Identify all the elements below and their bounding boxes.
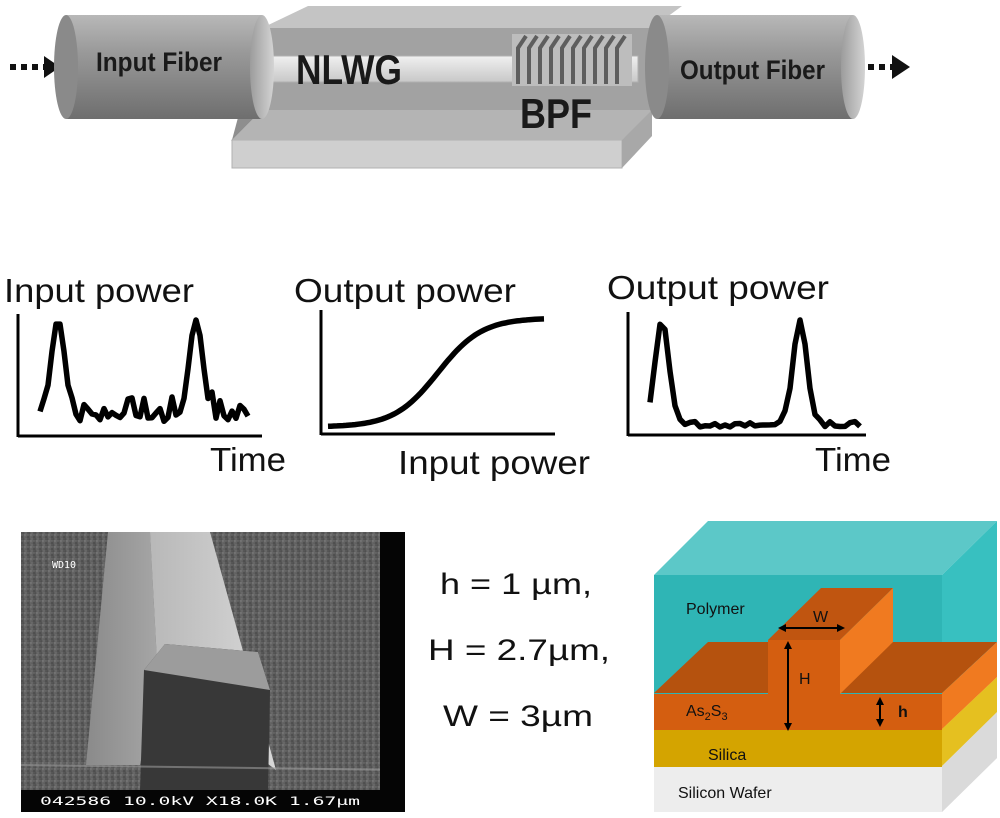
as2s3-slab — [654, 693, 942, 730]
sem-bottom-label: 042586 10.0kV X18.0K 1.67µm — [40, 794, 360, 808]
silicon-wafer-layer — [654, 712, 997, 812]
transfer-curve — [327, 316, 545, 430]
grating-line — [593, 34, 605, 84]
silica-layer — [654, 729, 942, 767]
nlwg-label: NLWG — [296, 46, 402, 93]
output-power-plot: Output power Time — [607, 269, 891, 478]
grating-line — [516, 34, 528, 84]
device-setup: Input Fiber NLWG BPF Output Fiber — [10, 6, 910, 169]
input-time-label: Time — [210, 441, 286, 478]
input-fiber — [54, 15, 274, 119]
bpf-label: BPF — [520, 90, 592, 137]
dimension-w: W — [778, 609, 845, 632]
cs-silica-label: Silica — [708, 747, 746, 764]
output-arrow — [868, 55, 910, 79]
cs-w-label: W — [813, 609, 829, 626]
sem-image: WD10 042586 10.0kV X18.0K 1.67µm — [20, 532, 406, 812]
param-W: W = 3µm — [443, 700, 593, 733]
dimension-h: h — [876, 697, 908, 727]
grating-line — [615, 34, 627, 84]
dimension-H: H — [784, 641, 811, 731]
output-fiber — [645, 15, 865, 119]
cs-polymer-label: Polymer — [686, 601, 745, 618]
input-power-trace — [37, 317, 251, 425]
cs-h-label: h — [898, 704, 908, 721]
output-power-title: Output power — [607, 269, 829, 306]
cs-wafer-label: Silicon Wafer — [678, 785, 772, 802]
transfer-title: Output power — [294, 272, 516, 309]
input-arrow — [10, 56, 60, 78]
grating-line — [560, 34, 572, 84]
grating-line — [571, 34, 583, 84]
ridge-front — [768, 640, 840, 694]
grating-line — [582, 34, 594, 84]
param-H: H = 2.7µm, — [428, 634, 610, 667]
input-fiber-label: Input Fiber — [96, 47, 222, 77]
grating-line — [538, 34, 550, 84]
bragg-grating — [512, 34, 632, 86]
sem-top-label: WD10 — [52, 560, 76, 571]
grating-line — [527, 34, 539, 84]
grating-line — [549, 34, 561, 84]
cs-H-label: H — [799, 671, 811, 688]
waveguide-parameters: h = 1 µm, H = 2.7µm, W = 3µm — [428, 568, 610, 733]
output-time-label: Time — [815, 441, 891, 478]
output-fiber-label: Output Fiber — [680, 55, 825, 85]
grating-line — [604, 34, 616, 84]
transfer-function-plot: Output power Input power — [294, 272, 590, 481]
cs-as2s3-label: As2S3 — [686, 703, 728, 723]
output-power-trace — [647, 317, 862, 430]
cross-section: W H h Polymer As2S3 Silica Silicon Wafer — [654, 521, 997, 812]
param-h: h = 1 µm, — [440, 568, 592, 601]
input-power-title: Input power — [4, 272, 194, 309]
ridge-left-face — [86, 532, 158, 765]
input-power-plot: Input power Time — [4, 272, 286, 478]
transfer-xlabel: Input power — [398, 444, 590, 481]
